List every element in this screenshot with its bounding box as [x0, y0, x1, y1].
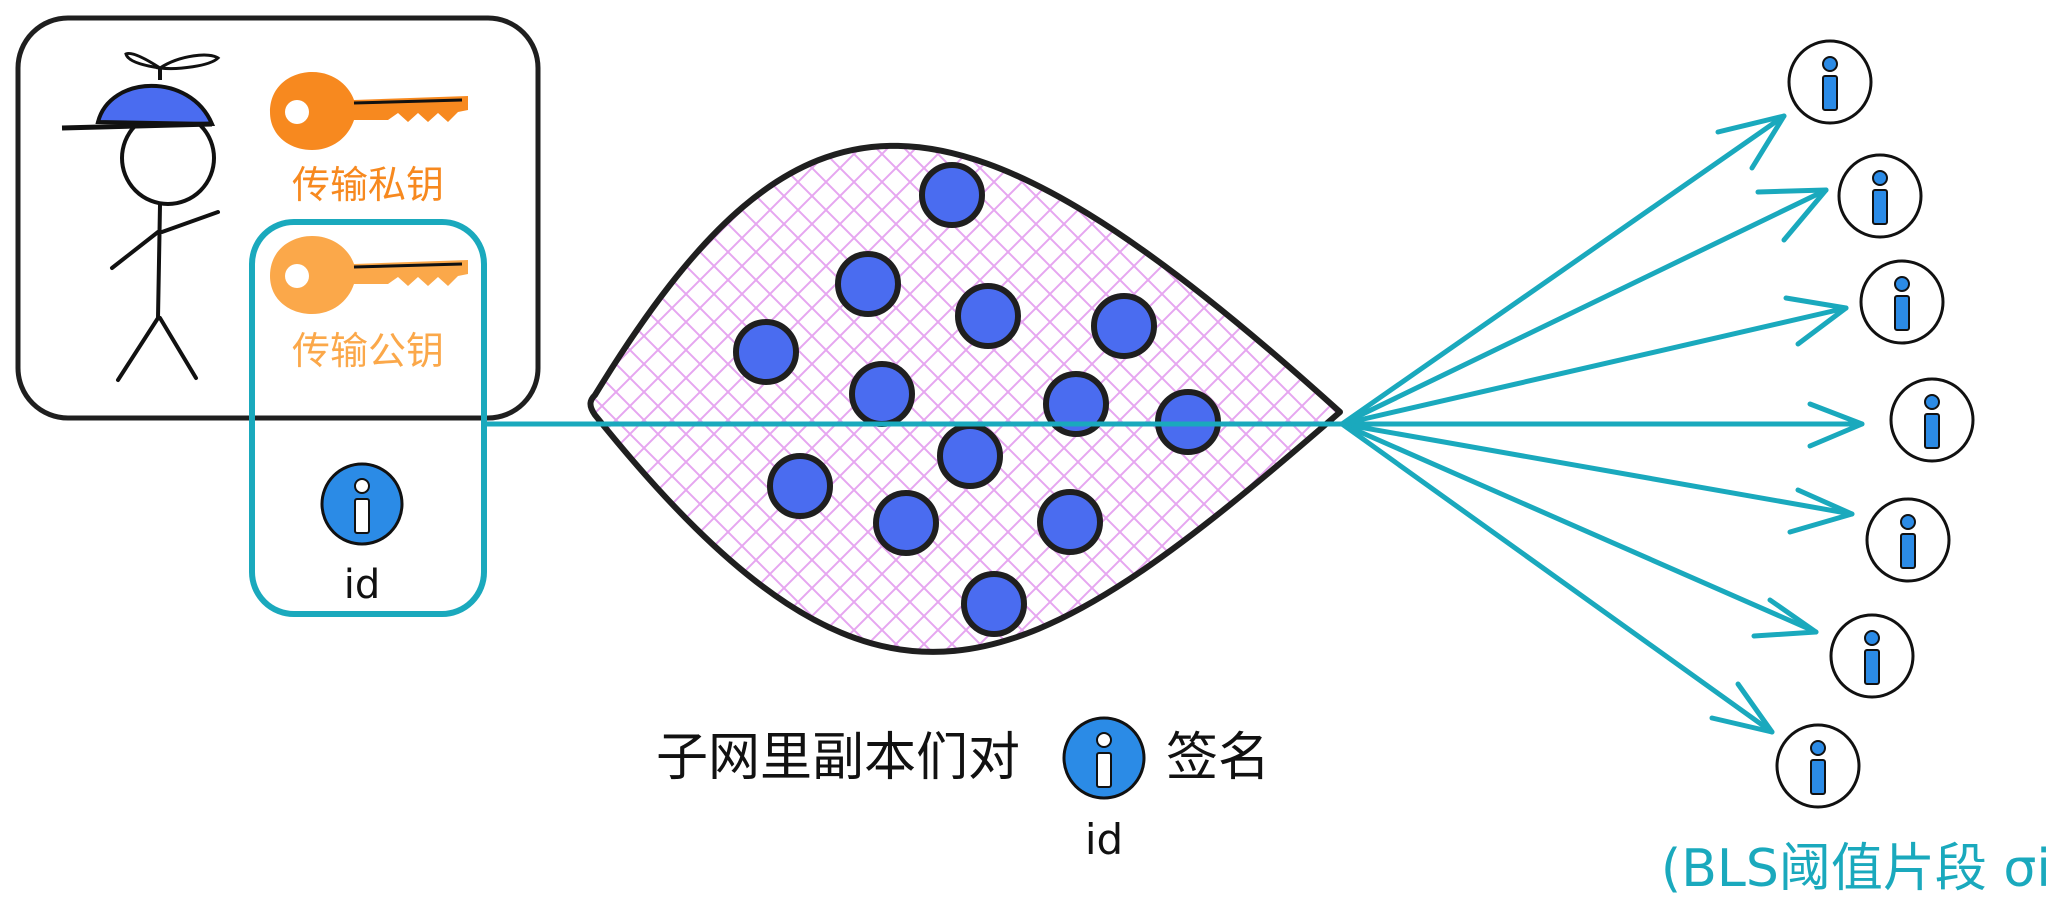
info-icon: [1775, 723, 1861, 809]
replica-node: [733, 319, 799, 385]
arrow-icon: [1339, 113, 1787, 427]
replica-node: [835, 251, 901, 317]
arrow-icon: [1339, 187, 1829, 427]
user-panel: 传输私钥 传输公钥: [15, 15, 541, 421]
public-key-icon: [270, 236, 468, 314]
private-key-icon: [270, 72, 468, 150]
arrow-icon: [1339, 295, 1849, 427]
private-key-label: 传输私钥: [292, 163, 444, 207]
info-icon: [1787, 39, 1873, 125]
arrow-icon: [1339, 401, 1865, 449]
arrow-icon: [1339, 421, 1855, 535]
replica-node: [961, 571, 1027, 637]
replica-node: [937, 423, 1003, 489]
replica-node: [767, 453, 833, 519]
arrow-icon: [1339, 421, 1819, 639]
public-key-id-box: [249, 219, 487, 617]
stick-figure-icon: [110, 110, 220, 382]
signature-arrows: [1339, 113, 1865, 735]
replica-node: [873, 490, 939, 556]
replica-node: [1037, 489, 1103, 555]
info-icon: [1837, 153, 1923, 239]
info-icon: [1889, 377, 1975, 463]
caption-id-label: id: [1085, 815, 1123, 864]
caption-info-icon: [1062, 716, 1146, 800]
caption-suffix: 签名: [1166, 728, 1270, 788]
output-label: (BLS阈值片段 σi): [1661, 839, 2049, 899]
replica-node: [849, 361, 915, 427]
id-info-icon: [320, 462, 404, 546]
caption-prefix: 子网里副本们对: [656, 728, 1020, 788]
replica-node: [1091, 293, 1157, 359]
info-icon: [1829, 613, 1915, 699]
info-icon: [1865, 497, 1951, 583]
replica-node: [1043, 371, 1109, 437]
signature-share-icons: [1775, 39, 1975, 809]
id-label: id: [344, 562, 381, 608]
public-key-label: 传输公钥: [292, 329, 444, 373]
info-icon: [1859, 259, 1945, 345]
propeller-hat-icon: [61, 51, 221, 131]
replica-node: [919, 162, 985, 228]
arrow-icon: [1339, 421, 1775, 735]
replica-node: [955, 283, 1021, 349]
